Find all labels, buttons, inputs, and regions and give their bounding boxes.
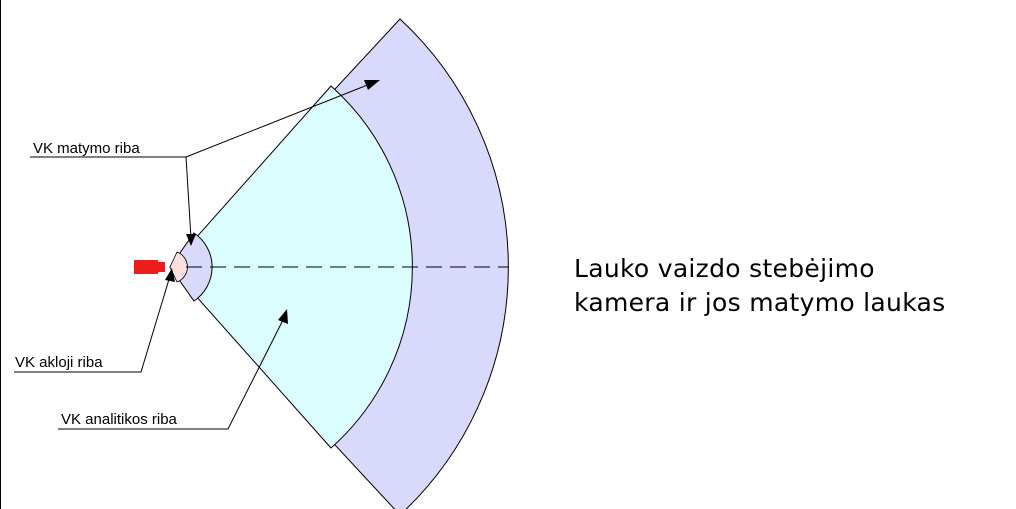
analytics-limit-arrowhead [278, 309, 288, 324]
blind-limit-leader [14, 275, 171, 373]
vision-limit-leader [30, 83, 371, 239]
caption-line-1: Lauko vaizdo stebėjimo [574, 254, 875, 283]
caption-line-2: kamera ir jos matymo laukas [574, 288, 946, 317]
analytics-limit-leader [58, 317, 285, 430]
analytics-limit-label: VK analitikos riba [61, 411, 178, 428]
vision-limit-arrowhead-outer [364, 80, 380, 90]
blind-limit-label: VK akloji riba [15, 354, 103, 371]
diagram-caption: Lauko vaizdo stebėjimo kamera ir jos mat… [574, 252, 945, 320]
blind-limit-arrowhead [165, 268, 175, 282]
vision-limit-label: VK matymo riba [33, 140, 140, 157]
camera-icon [134, 260, 165, 274]
vision-limit-arrowhead-inner [186, 234, 196, 246]
